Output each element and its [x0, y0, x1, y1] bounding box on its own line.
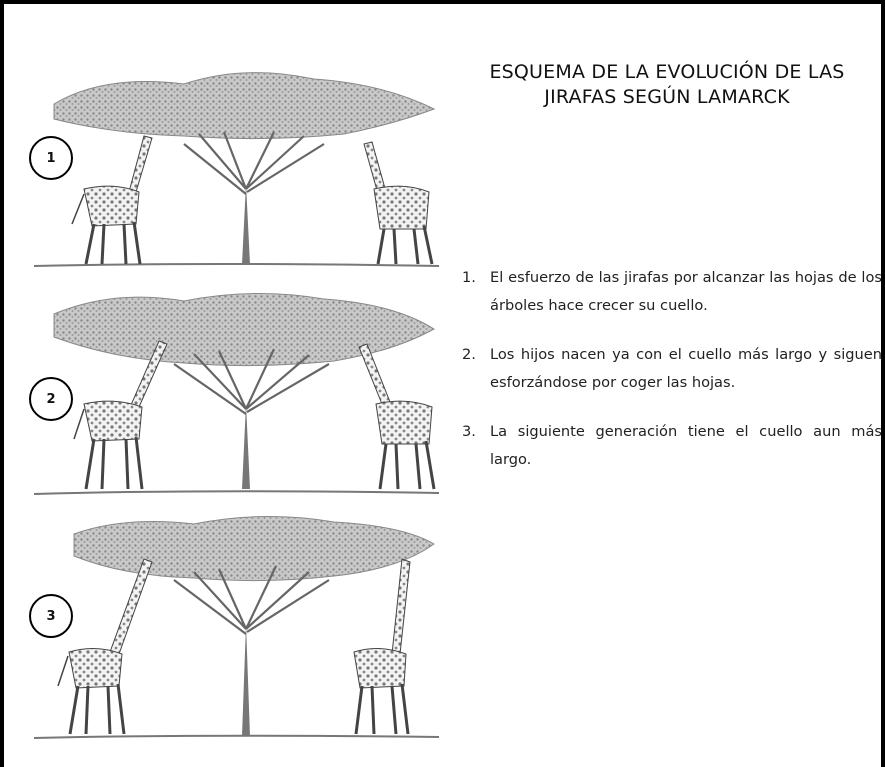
scene-number: 2 — [46, 391, 56, 407]
step-text: Los hijos nacen ya con el cuello más lar… — [490, 346, 882, 391]
step-number: 2. — [462, 346, 476, 363]
tree-giraffes-illustration-2 — [33, 293, 440, 495]
step-text: La siguiente generación tiene el cuello … — [490, 423, 882, 468]
steps-list: 1. El esfuerzo de las jirafas por alcanz… — [462, 264, 882, 495]
title-line-1: ESQUEMA DE LA EVOLUCIÓN DE LAS — [489, 61, 845, 83]
scene-number-badge: 1 — [29, 136, 73, 180]
step-number: 1. — [462, 269, 476, 286]
step-text: El esfuerzo de las jirafas por alcanzar … — [490, 269, 882, 314]
step-number: 3. — [462, 423, 476, 440]
step-item: 2. Los hijos nacen ya con el cuello más … — [462, 341, 882, 397]
scene-number-badge: 2 — [29, 377, 73, 421]
scene-3: 3 — [14, 514, 444, 749]
scene-1: 1 — [14, 64, 444, 279]
scene-number-badge: 3 — [29, 594, 73, 638]
title-line-2: JIRAFAS SEGÚN LAMARCK — [544, 86, 790, 108]
scene-number: 1 — [46, 150, 56, 166]
tree-giraffes-illustration-1 — [33, 72, 440, 267]
page-title: ESQUEMA DE LA EVOLUCIÓN DE LAS JIRAFAS S… — [452, 60, 882, 110]
tree-giraffes-illustration-3 — [33, 516, 440, 739]
scene-2: 2 — [14, 289, 444, 504]
step-item: 1. El esfuerzo de las jirafas por alcanz… — [462, 264, 882, 320]
scene-number: 3 — [46, 608, 56, 624]
step-item: 3. La siguiente generación tiene el cuel… — [462, 418, 882, 474]
